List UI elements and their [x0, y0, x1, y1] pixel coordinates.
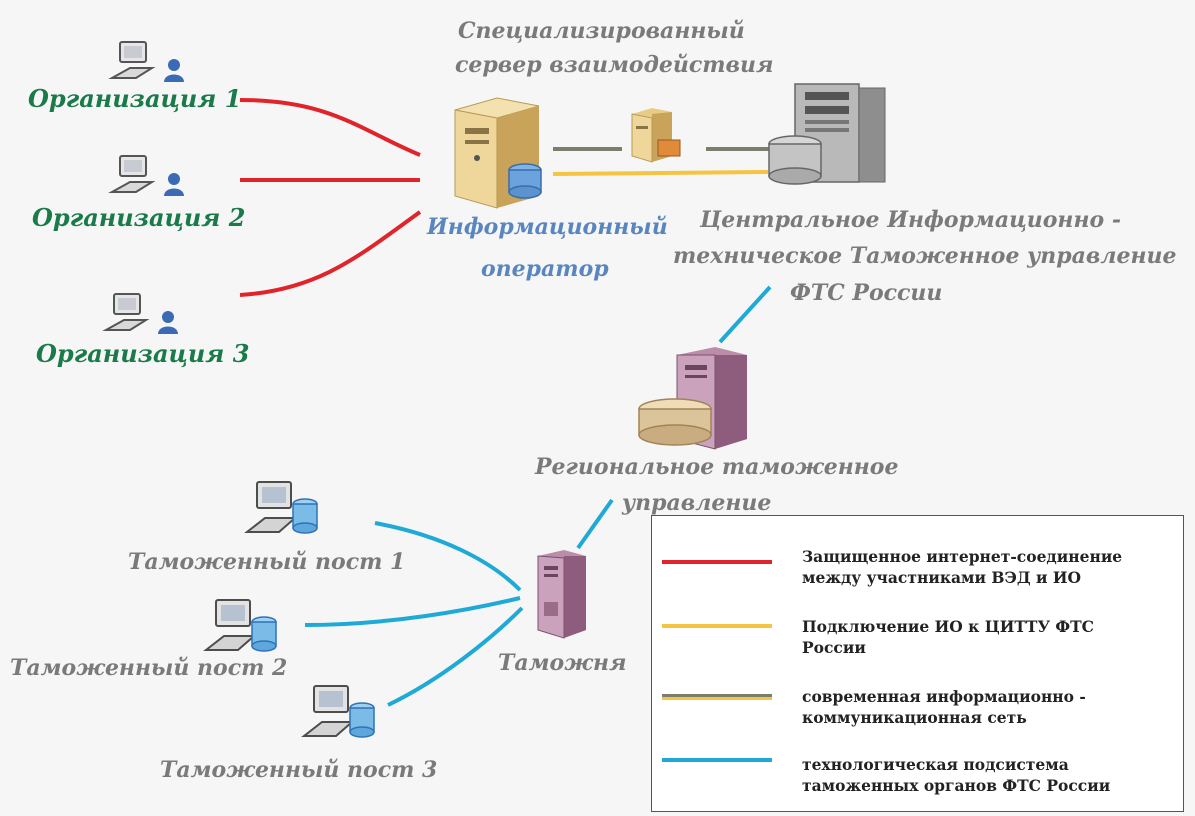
blue-link-central-regional [718, 285, 772, 344]
legend-text-1b: между участниками ВЭД и ИО [802, 568, 1082, 587]
io-server-icon [454, 97, 542, 209]
legend-swatch-yellow [662, 624, 772, 628]
io-label-line1: Информационный [427, 214, 668, 240]
computer-user-icon-org3 [102, 293, 178, 334]
legend: Защищенное интернет-соединение между уча… [651, 515, 1184, 812]
regional-label-line2: управление [622, 490, 772, 516]
red-link-org3 [239, 210, 422, 297]
central-label-line1: Центральное Информационно - [700, 207, 1121, 233]
blue-link-post2 [304, 596, 521, 627]
org-label-2: Организация 2 [32, 203, 246, 232]
legend-swatch-gray [662, 694, 772, 700]
post-label-2: Таможенный пост 2 [10, 655, 288, 681]
io-label-line2: оператор [481, 256, 609, 282]
legend-text-3a: современная информационно - [802, 687, 1086, 706]
workstation-db-icon-post2 [203, 599, 277, 652]
customs-server-icon [537, 550, 586, 639]
computer-user-icon-org1 [108, 41, 184, 82]
central-server-icon [768, 83, 886, 185]
legend-text-4a: технологическая подсистема [802, 755, 1069, 774]
regional-label-line1: Региональное таможенное [535, 454, 899, 480]
yellow-link [552, 170, 769, 176]
small-server-icon [631, 108, 681, 163]
regional-server-icon [638, 347, 747, 450]
central-label-line2: техническое Таможенное управление [673, 243, 1177, 269]
org-label-3: Организация 3 [36, 339, 250, 368]
blue-link-post3 [387, 606, 524, 707]
legend-text-4b: таможенных органов ФТС России [802, 776, 1111, 795]
server-title-line2: сервер взаимодействия [455, 52, 774, 78]
customs-label: Таможня [498, 650, 627, 676]
legend-text-2b: России [802, 638, 866, 657]
server-title-line1: Специализированный [458, 18, 745, 44]
central-label-line3: ФТС России [790, 280, 943, 306]
org-label-1: Организация 1 [28, 84, 242, 113]
blue-link-post1 [374, 521, 522, 592]
red-link-org1 [239, 98, 421, 157]
computer-user-icon-org2 [108, 155, 184, 196]
workstation-db-icon-post3 [301, 685, 375, 738]
workstation-db-icon-post1 [244, 481, 318, 534]
legend-text-3b: коммуникационная сеть [802, 708, 1027, 727]
legend-swatch-blue [662, 758, 772, 762]
post-label-1: Таможенный пост 1 [128, 549, 406, 575]
legend-swatch-red [662, 560, 772, 564]
post-label-3: Таможенный пост 3 [160, 757, 438, 783]
legend-text-1a: Защищенное интернет-соединение [802, 547, 1123, 566]
legend-text-2a: Подключение ИО к ЦИТТУ ФТС [802, 617, 1095, 636]
blue-link-regional-customs [576, 498, 614, 550]
